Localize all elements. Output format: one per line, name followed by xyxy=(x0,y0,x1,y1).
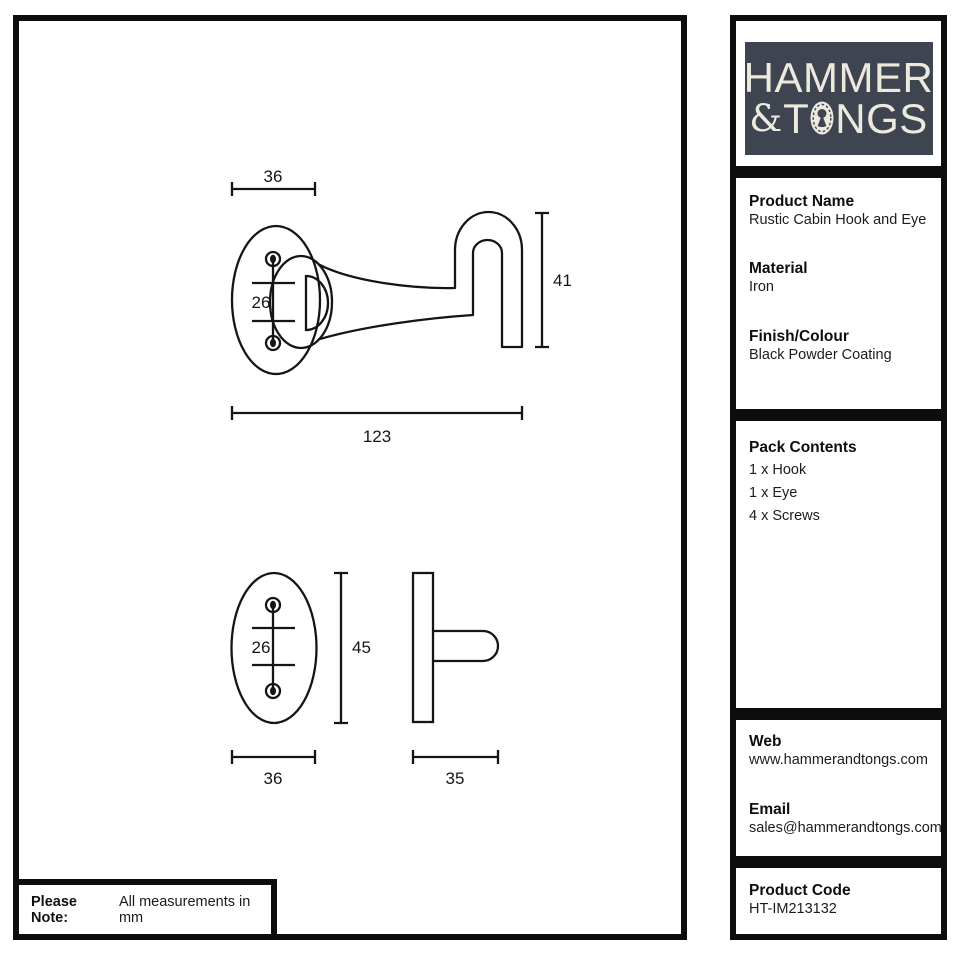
dim-label-hook-hole-spacing: 26 xyxy=(252,293,271,312)
dim-label-eye-projection: 35 xyxy=(446,769,465,788)
dim-label-eye-hole-spacing: 26 xyxy=(252,638,271,657)
hook-arm-outline xyxy=(317,210,524,349)
eye-side-plate xyxy=(411,571,435,724)
contact-box: Web www.hammerandtongs.com Email sales@h… xyxy=(730,714,947,862)
drawing-panel: 36 26 41 xyxy=(13,15,687,940)
dim-eye-hole-spacing: 26 xyxy=(252,626,295,667)
hook-boss-d xyxy=(304,274,330,332)
brand-logo-box: HAMMER & T NGS xyxy=(730,15,947,172)
screw-hole-center xyxy=(270,254,276,264)
dim-label-hook-height: 41 xyxy=(553,271,572,290)
product-name-value: Rustic Cabin Hook and Eye xyxy=(749,212,927,228)
screw-hole-center xyxy=(270,338,276,348)
screw-hole xyxy=(264,334,282,352)
email-label: Email xyxy=(749,801,791,818)
pack-contents-box: Pack Contents 1 x Hook 1 x Eye 4 x Screw… xyxy=(730,415,947,714)
finish-group: Finish/Colour Black Powder Coating xyxy=(749,327,929,365)
screw-hole xyxy=(264,250,282,268)
screw-hole xyxy=(264,682,282,700)
brand-ampersand: & xyxy=(749,96,783,140)
brand-name-line1: HAMMER xyxy=(743,53,934,101)
product-name-label: Product Name xyxy=(749,193,855,210)
eye-side-loop xyxy=(433,629,500,663)
web-group: Web www.hammerandtongs.com xyxy=(749,732,929,770)
finish-value: Black Powder Coating xyxy=(749,347,892,363)
measurement-note: Please Note: All measurements in mm xyxy=(13,879,277,940)
eye-front-view: 26 45 36 xyxy=(230,571,371,788)
screw-hole-center xyxy=(270,686,276,696)
dim-hook-height: 41 xyxy=(535,211,572,349)
product-code-box: Product Code HT-IM213132 xyxy=(730,862,947,940)
hook-plate-outline xyxy=(230,224,322,376)
dim-label-hook-length: 123 xyxy=(363,427,391,446)
technical-drawing: 36 26 41 xyxy=(230,167,572,788)
pack-item: 1 x Hook xyxy=(749,462,807,478)
brand-logo-plate: HAMMER & T NGS xyxy=(743,42,934,155)
product-info-box: Product Name Rustic Cabin Hook and Eye M… xyxy=(730,172,947,415)
keyhole-icon xyxy=(810,101,834,134)
material-group: Material Iron xyxy=(749,259,929,297)
dim-eye-projection: 35 xyxy=(411,750,500,788)
pack-item: 4 x Screws xyxy=(749,508,820,524)
pack-contents-label: Pack Contents xyxy=(749,439,857,456)
product-name-group: Product Name Rustic Cabin Hook and Eye xyxy=(749,192,929,230)
hook-collar-outline xyxy=(268,254,334,350)
screw-hole xyxy=(264,596,282,614)
eye-side-view: 35 xyxy=(411,571,500,788)
dim-label-eye-plate-width: 36 xyxy=(264,769,283,788)
web-label: Web xyxy=(749,733,782,750)
pack-item: 1 x Eye xyxy=(749,485,798,501)
brand-name-line2-end: NGS xyxy=(835,94,928,142)
dim-eye-plate-height: 45 xyxy=(334,571,371,725)
material-value: Iron xyxy=(749,279,774,295)
dim-label-eye-plate-height: 45 xyxy=(352,638,371,657)
finish-label: Finish/Colour xyxy=(749,328,849,345)
note-text: All measurements in mm xyxy=(118,893,251,926)
product-code-value: HT-IM213132 xyxy=(749,901,837,917)
email-value: sales@hammerandtongs.com xyxy=(749,820,942,836)
screw-hole-center xyxy=(270,600,276,610)
hook-side-view: 36 26 41 xyxy=(230,167,572,446)
product-code-label: Product Code xyxy=(749,882,851,899)
email-group: Email sales@hammerandtongs.com xyxy=(749,800,942,838)
dim-eye-plate-width: 36 xyxy=(230,750,317,788)
brand-name-line2: & T NGS xyxy=(749,94,928,142)
dim-label-hook-plate-width: 36 xyxy=(264,167,283,186)
dim-hook-plate-width: 36 xyxy=(230,167,317,196)
eye-plate-outline xyxy=(230,571,318,725)
note-label: Please Note: xyxy=(31,893,77,926)
web-value: www.hammerandtongs.com xyxy=(749,752,928,768)
material-label: Material xyxy=(749,260,808,277)
dim-hook-hole-spacing: 26 xyxy=(252,281,295,323)
dim-hook-length: 123 xyxy=(230,406,524,446)
brand-name-line2-start: T xyxy=(783,94,810,142)
